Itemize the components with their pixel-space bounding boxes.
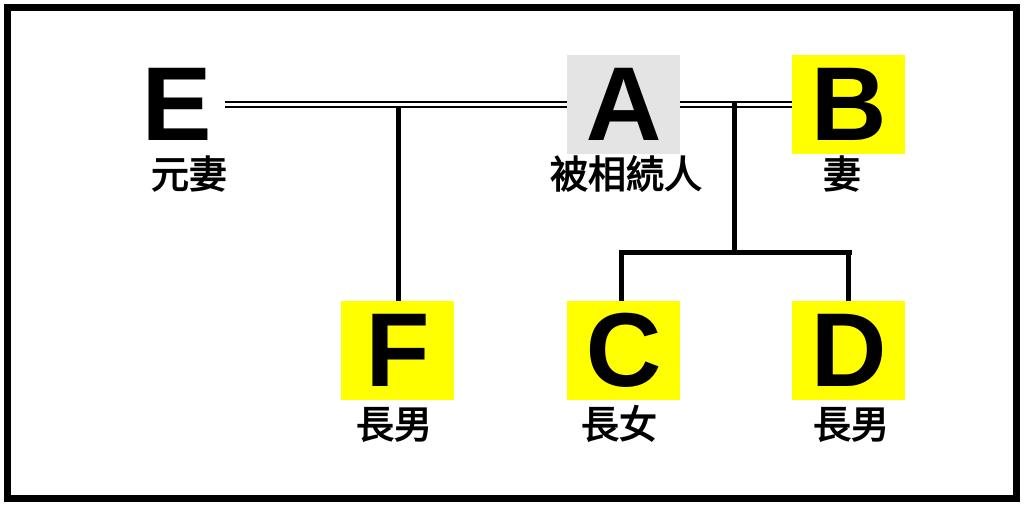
node-c-box: C <box>567 298 680 403</box>
child-line-f <box>396 106 401 301</box>
node-d-box: D <box>792 298 905 403</box>
node-a-label: 被相続人 <box>549 155 702 197</box>
child-line-d <box>846 250 851 301</box>
child-line-c <box>619 250 624 301</box>
node-b-label: 妻 <box>822 155 861 197</box>
node-e-box: E <box>141 46 212 163</box>
node-c-label: 長女 <box>580 405 657 447</box>
sibling-bar-c-d <box>619 250 852 255</box>
node-b-box: B <box>792 52 905 157</box>
node-e-label: 元妻 <box>150 155 227 197</box>
node-f-label: 長男 <box>355 405 432 447</box>
node-a-box: A <box>567 52 680 157</box>
node-f-box: F <box>341 298 454 403</box>
couple-drop-line-a-b <box>732 101 737 255</box>
outer-border <box>4 4 1020 502</box>
node-d-label: 長男 <box>812 405 889 447</box>
